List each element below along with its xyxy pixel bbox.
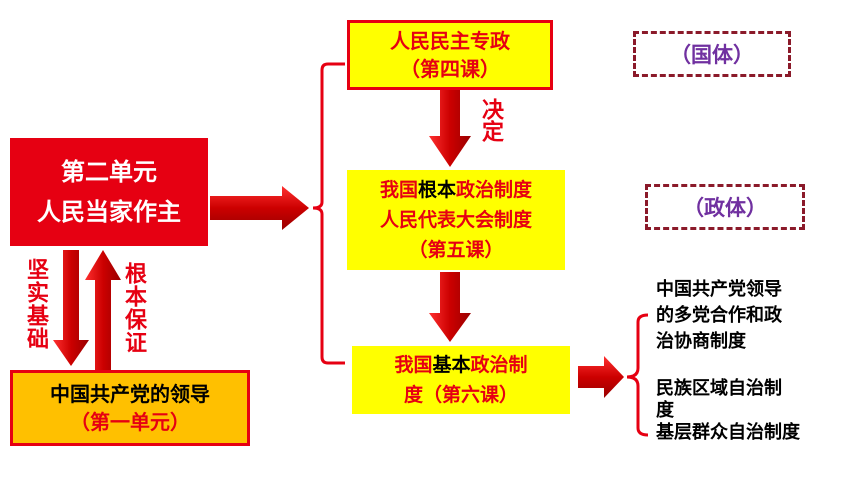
- fundamental-suffix: 政治制度: [456, 179, 533, 201]
- system-item-grassroots: 基层群众自治制度: [656, 422, 800, 444]
- system-item-regional-autonomy: 民族区域自治制 度: [656, 378, 782, 422]
- system-item-cpc-cooperation: 中国共产党领导 的多党合作和政 治协商制度: [656, 277, 782, 355]
- fundamental-prefix: 我国: [379, 179, 418, 201]
- label-foundation: 坚实基础: [23, 258, 48, 350]
- tag-state-system: （国体）: [633, 31, 791, 77]
- label-guarantee-text: 根本保证: [121, 262, 146, 354]
- fundamental-system-name: 人民代表大会制度: [379, 209, 532, 231]
- basic-highlight: 基本: [432, 354, 471, 376]
- fundamental-system-title: 我国根本政治制度: [380, 175, 532, 205]
- label-decides: 决定: [478, 98, 503, 142]
- system-item-line: 的多党合作和政: [656, 305, 782, 326]
- party-leadership-title: 中国共产党的领导: [50, 382, 210, 406]
- fundamental-system-box: 我国根本政治制度 人民代表大会制度 （第五课）: [347, 170, 565, 270]
- fundamental-system-lesson: （第五课）: [408, 239, 504, 261]
- party-leadership-box: 中国共产党的领导 （第一单元）: [10, 370, 250, 446]
- system-item-line: 中国共产党领导: [656, 279, 782, 300]
- basic-system-title: 我国基本政治制: [394, 350, 527, 380]
- tag-state-system-text: （国体）: [670, 43, 754, 67]
- brace-systems: [626, 313, 649, 437]
- label-decides-text: 决定: [478, 98, 503, 142]
- arrow-down-foundation: [53, 250, 89, 366]
- unit-two-box: 第二单元 人民当家作主: [10, 138, 208, 246]
- arrow-down-decides: [429, 90, 471, 167]
- dictatorship-lesson: （第四课）: [400, 57, 500, 81]
- label-foundation-text: 坚实基础: [23, 258, 48, 350]
- system-item-line: 基层群众自治制度: [656, 422, 800, 443]
- arrow-up-guarantee: [85, 250, 121, 372]
- dictatorship-box: 人民民主专政 （第四课）: [347, 20, 553, 90]
- party-leadership-unit: （第一单元）: [70, 410, 190, 434]
- system-item-line: 度: [656, 400, 674, 421]
- arrow-right-basic: [578, 356, 624, 398]
- tag-government-system-text: （政体）: [683, 196, 767, 220]
- arrow-right-unit: [210, 186, 309, 230]
- unit-two-subtitle: 人民当家作主: [37, 198, 181, 226]
- dictatorship-title: 人民民主专政: [390, 29, 510, 53]
- arrow-down-basic: [429, 272, 471, 342]
- fundamental-highlight: 根本: [417, 179, 456, 201]
- basic-system-box: 我国基本政治制 度（第六课）: [352, 346, 570, 414]
- label-guarantee: 根本保证: [121, 262, 146, 354]
- unit-two-title: 第二单元: [61, 158, 157, 186]
- bracket-left: [312, 62, 345, 365]
- system-item-line: 治协商制度: [656, 331, 746, 352]
- tag-government-system: （政体）: [645, 184, 805, 230]
- basic-suffix: 政治制: [470, 354, 528, 376]
- system-item-line: 民族区域自治制: [656, 378, 782, 399]
- basic-system-lesson: 度（第六课）: [403, 384, 518, 406]
- basic-prefix: 我国: [394, 354, 433, 376]
